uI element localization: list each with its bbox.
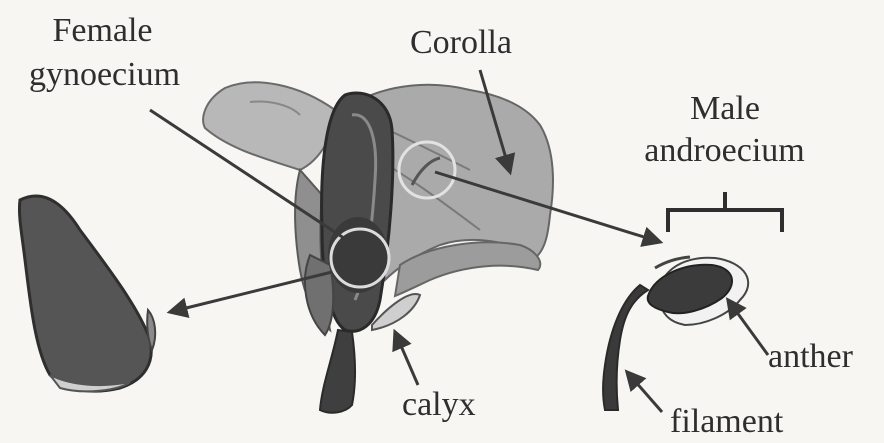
- label-corolla: Corolla: [410, 26, 512, 60]
- filament: [603, 285, 648, 410]
- androecium-bracket: [668, 192, 782, 232]
- anther-arrow: [728, 300, 768, 355]
- stamen-enlarged: [603, 257, 748, 410]
- label-calyx: calyx: [402, 388, 476, 422]
- label-anther: anther: [768, 340, 853, 374]
- filament-arrow: [627, 372, 662, 412]
- label-filament: filament: [670, 405, 783, 439]
- label-gynoecium: gynoecium: [2, 58, 207, 92]
- flower-stem: [320, 330, 355, 413]
- calyx-arrow: [395, 332, 418, 385]
- label-androecium: androecium: [622, 134, 827, 168]
- flower: [203, 82, 553, 412]
- calyx-sepal: [305, 255, 333, 335]
- label-female: Female: [15, 14, 190, 48]
- ovary-enlarged: [19, 196, 155, 391]
- label-male: Male: [650, 92, 800, 126]
